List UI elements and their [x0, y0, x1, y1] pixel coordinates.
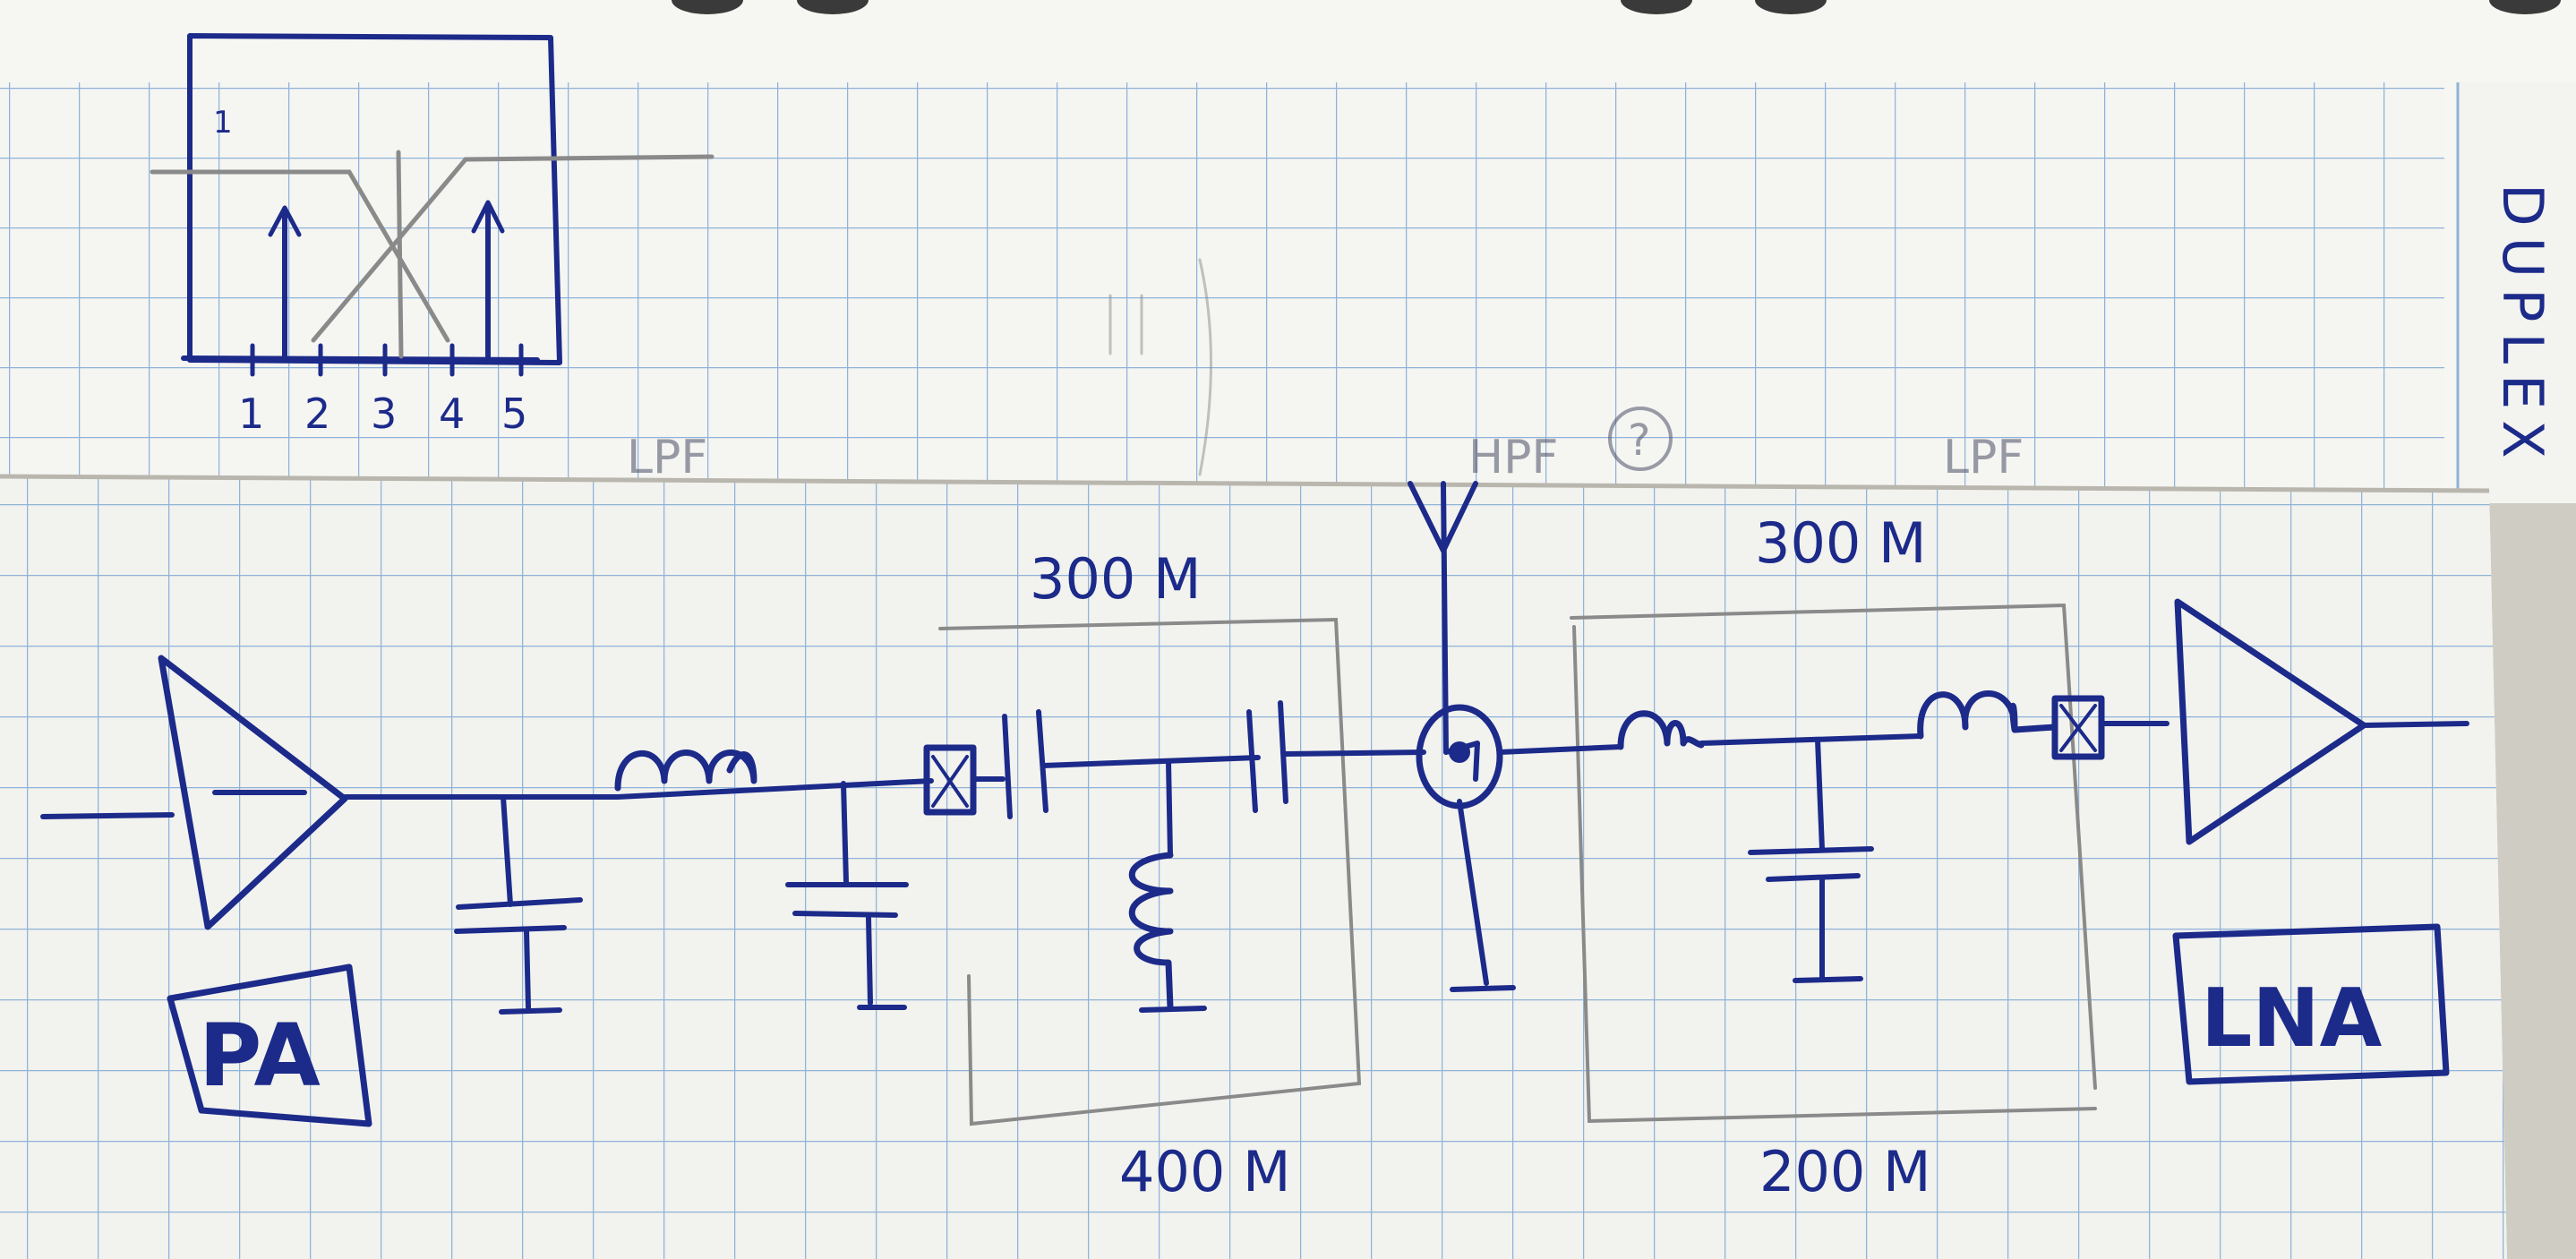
lna-label-box: LNA: [2172, 923, 2450, 1085]
tick-label: 5: [501, 390, 527, 438]
binder-hole: [1755, 0, 1827, 14]
lna-label: LNA: [2201, 972, 2383, 1066]
series-inductor: [1617, 710, 1705, 750]
right-filter-bottom-label: 200 M: [1759, 1139, 1931, 1204]
left-filter-top-label: 300 M: [1030, 546, 1202, 612]
faint-label: ?: [1628, 415, 1650, 466]
faint-label: LPF: [1943, 431, 2024, 484]
faint-label: HPF: [1468, 431, 1558, 484]
faint-label: LPF: [627, 431, 707, 484]
tick-label: 1: [238, 390, 264, 438]
shunt-capacitor: [454, 794, 583, 1015]
tick-label: 3: [371, 390, 397, 438]
tick-label: 4: [439, 390, 465, 438]
pa-output-wire: [342, 778, 934, 800]
series-capacitor: [1002, 709, 1048, 819]
axis-ticks: 1 2 3 4 5: [238, 343, 527, 438]
pa-amplifier: [40, 655, 348, 930]
circuit-schematic: 300 M 400 M 300 M: [40, 481, 2469, 1204]
pa-label: PA: [199, 1006, 321, 1106]
binder-hole: [672, 0, 743, 14]
series-inductor: [1917, 690, 2058, 740]
frequency-response-plot: 1 1 2 3 4 5: [150, 33, 715, 438]
shunt-inductor: [1129, 758, 1207, 1013]
lna-amplifier: [2174, 598, 2469, 845]
left-filter-bottom-label: 400 M: [1119, 1139, 1291, 1204]
binder-hole: [2489, 0, 2561, 14]
right-filter-box: [1570, 603, 2097, 1124]
junction-box: [2051, 695, 2105, 760]
binder-hole: [1621, 0, 1692, 14]
shunt-capacitor: [785, 781, 909, 1010]
shunt-capacitor: [1748, 737, 1874, 983]
show-through-marks: LPF HPF ? LPF: [627, 258, 2024, 484]
bottom-sheet: [0, 474, 2507, 1259]
binder-hole: [797, 0, 869, 14]
top-sheet: [0, 0, 2576, 503]
duplex-junction: [1416, 704, 1516, 992]
left-filter-box: [938, 617, 1362, 1126]
plot-marker: 1: [213, 105, 233, 141]
duplex-label: DUPLEX: [2490, 184, 2555, 469]
right-filter-top-label: 300 M: [1755, 510, 1927, 576]
tick-label: 2: [304, 390, 330, 438]
series-inductor: [614, 749, 757, 792]
series-capacitor: [1246, 700, 1288, 813]
pa-label-box: PA: [167, 964, 372, 1127]
